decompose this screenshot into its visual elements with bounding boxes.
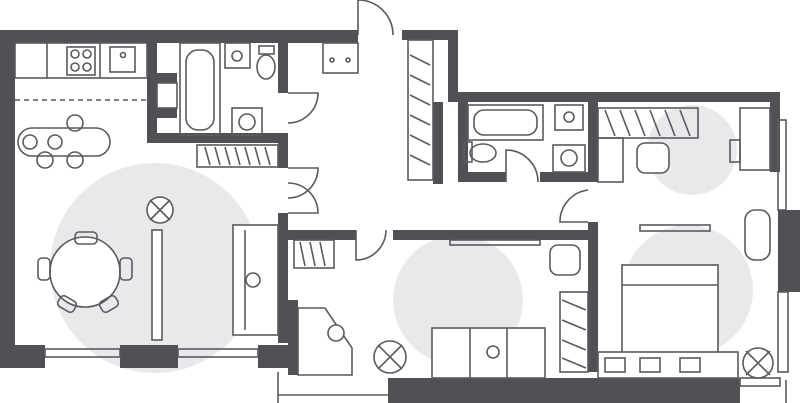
study-zone — [647, 105, 737, 195]
washing-machine-icon — [552, 144, 586, 173]
side-table — [744, 209, 771, 261]
washing-machine-icon — [231, 107, 263, 136]
wardrobe-icon — [293, 239, 335, 269]
window-icon — [177, 348, 259, 358]
bathtub-icon — [467, 104, 544, 141]
wardrobes — [196, 39, 699, 373]
door-arc-icon — [559, 189, 589, 223]
door-arc-icon — [505, 149, 539, 183]
window-icon — [777, 119, 787, 211]
wardrobe-icon — [559, 291, 589, 373]
wardrobe-icon — [407, 39, 434, 181]
bathtub-icon — [179, 42, 221, 136]
office-room — [297, 239, 581, 379]
toilet-icon — [463, 141, 497, 163]
walls — [0, 30, 800, 403]
wardrobe-icon — [597, 137, 624, 183]
door-arc-icon — [287, 182, 319, 214]
window-icon — [777, 291, 789, 373]
bathroom-1 — [156, 42, 276, 136]
sink-icon — [224, 42, 251, 69]
tv-console — [151, 229, 163, 341]
bathroom-2 — [322, 42, 586, 173]
toilet-icon — [256, 45, 276, 80]
door-arc-icon — [357, 0, 394, 36]
windows — [44, 119, 789, 403]
window-icon — [44, 348, 121, 358]
sofa-icon — [431, 327, 546, 379]
sink-icon — [109, 46, 136, 73]
plant-icon — [742, 347, 774, 379]
door-arc-icon — [287, 167, 319, 199]
armchair-icon — [549, 244, 581, 276]
living-room — [37, 196, 279, 341]
kitchen-island — [17, 127, 111, 157]
door-arc-icon — [287, 92, 319, 124]
sink-icon — [554, 104, 584, 131]
doors — [287, 0, 589, 261]
stove-icon — [66, 46, 96, 76]
plant-icon — [146, 196, 174, 224]
bedroom — [597, 107, 774, 379]
desk-icon — [739, 107, 771, 171]
dresser — [597, 351, 739, 379]
door-arc-icon — [355, 229, 387, 261]
wardrobe-icon — [597, 107, 699, 139]
dining-table-icon — [37, 231, 133, 314]
armchair-icon — [636, 142, 670, 174]
sofa-icon — [232, 224, 279, 336]
window-icon — [739, 377, 781, 387]
plant-icon — [373, 340, 407, 374]
kitchen — [14, 42, 148, 169]
desk-icon — [297, 307, 353, 376]
wardrobe-icon — [196, 144, 279, 168]
